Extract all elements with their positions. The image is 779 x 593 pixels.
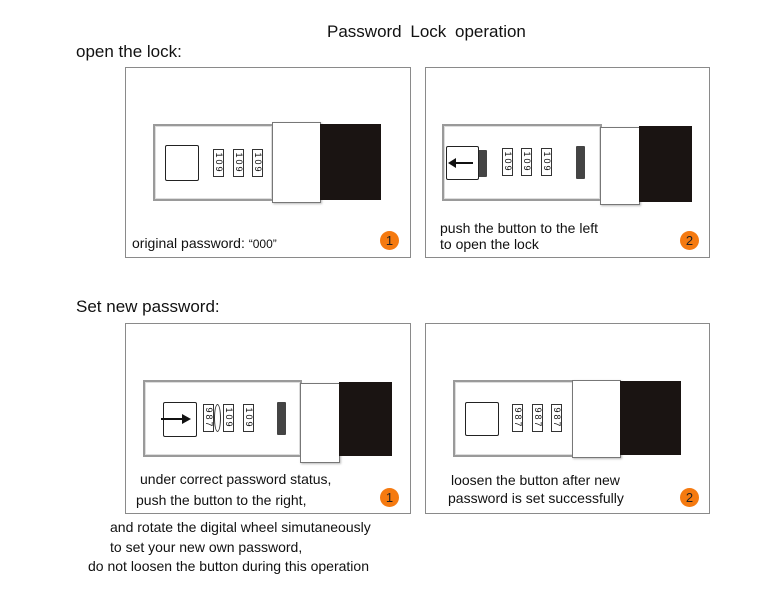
arrow-left-icon <box>452 162 473 164</box>
lock-slider <box>300 383 340 463</box>
digit-wheel: 987 <box>532 404 543 432</box>
button-knob <box>477 150 487 177</box>
lock-black-block <box>639 126 692 202</box>
step-badge: 2 <box>680 231 699 250</box>
lock-black-block <box>339 382 392 456</box>
digit-wheel: 109 <box>252 149 263 177</box>
section-set-heading: Set new password: <box>76 297 220 316</box>
lock-slider <box>272 122 321 203</box>
digit-wheel: 987 <box>203 404 214 432</box>
arrow-right-icon <box>161 418 183 420</box>
digit-wheel: 109 <box>243 404 254 432</box>
latch-knob <box>576 146 585 179</box>
step-badge: 2 <box>680 488 699 507</box>
digit-wheel: 987 <box>512 404 523 432</box>
latch-knob <box>277 402 286 435</box>
step-badge: 1 <box>380 488 399 507</box>
lock-slider <box>572 380 621 458</box>
step-badge: 1 <box>380 231 399 250</box>
digit-wheel: 109 <box>541 148 552 176</box>
digit-wheel: 109 <box>223 404 234 432</box>
caption: under correct password status,push the b… <box>136 471 332 508</box>
digit-wheel: 109 <box>213 149 224 177</box>
caption: original password: “000” <box>132 235 277 251</box>
lock-black-block <box>320 124 381 200</box>
note-line: and rotate the digital wheel simutaneous… <box>110 519 371 535</box>
section-open-heading: open the lock: <box>76 42 182 61</box>
digit-wheel: 987 <box>551 404 562 432</box>
note-line: to set your new own password, <box>110 539 303 555</box>
button-square <box>165 145 199 181</box>
digit-wheel: 109 <box>521 148 532 176</box>
digit-wheel: 109 <box>502 148 513 176</box>
arrow-right-head-icon <box>182 414 191 424</box>
rotate-icon <box>214 404 221 432</box>
note-line: do not loosen the button during this ope… <box>88 558 369 574</box>
arrow-left-head-icon <box>448 158 456 168</box>
button-square <box>465 402 499 436</box>
digit-wheel: 109 <box>233 149 244 177</box>
lock-slider <box>600 127 640 205</box>
lock-black-block <box>620 381 681 455</box>
page-title: Password Lock operation <box>327 22 526 41</box>
